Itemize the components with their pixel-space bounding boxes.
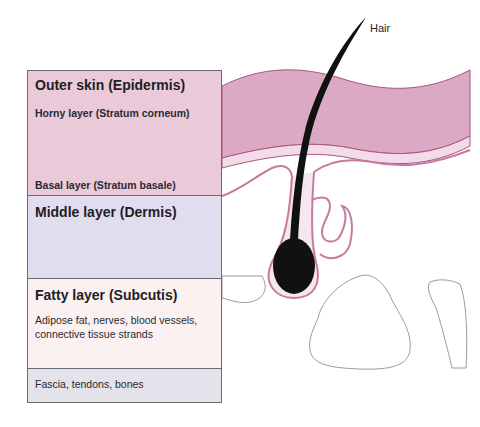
epidermis-band: Outer skin (Epidermis) Horny layer (Strat… xyxy=(27,70,222,196)
layer-heading: Outer skin (Epidermis) xyxy=(35,77,185,93)
layer-text: Basal layer (Stratum basale) xyxy=(35,179,176,191)
basement-membrane xyxy=(222,166,292,196)
layer-text: Horny layer (Stratum corneum) xyxy=(35,107,190,119)
fat-lobule xyxy=(428,280,466,368)
dermis-band: Middle layer (Dermis) xyxy=(27,195,222,279)
hair-shaft xyxy=(290,17,366,240)
layer-text: Adipose fat, nerves, blood vessels, conn… xyxy=(35,313,214,341)
fat-lobule xyxy=(222,276,265,303)
sebaceous-gland xyxy=(312,198,352,259)
layer-text: Fascia, tendons, bones xyxy=(35,377,144,391)
subcutis-band: Fatty layer (Subcutis) Adipose fat, nerve… xyxy=(27,278,222,369)
fat-lobule xyxy=(310,275,411,369)
layer-heading: Middle layer (Dermis) xyxy=(35,204,177,220)
basement-membrane xyxy=(314,150,470,172)
epidermis-layer xyxy=(222,70,470,158)
part-label: Hair xyxy=(370,22,390,34)
basal-layer xyxy=(222,136,470,168)
layer-heading: Fatty layer (Subcutis) xyxy=(35,287,177,303)
hair-bulb xyxy=(273,238,315,294)
fascia-band: Fascia, tendons, bones xyxy=(27,368,222,403)
